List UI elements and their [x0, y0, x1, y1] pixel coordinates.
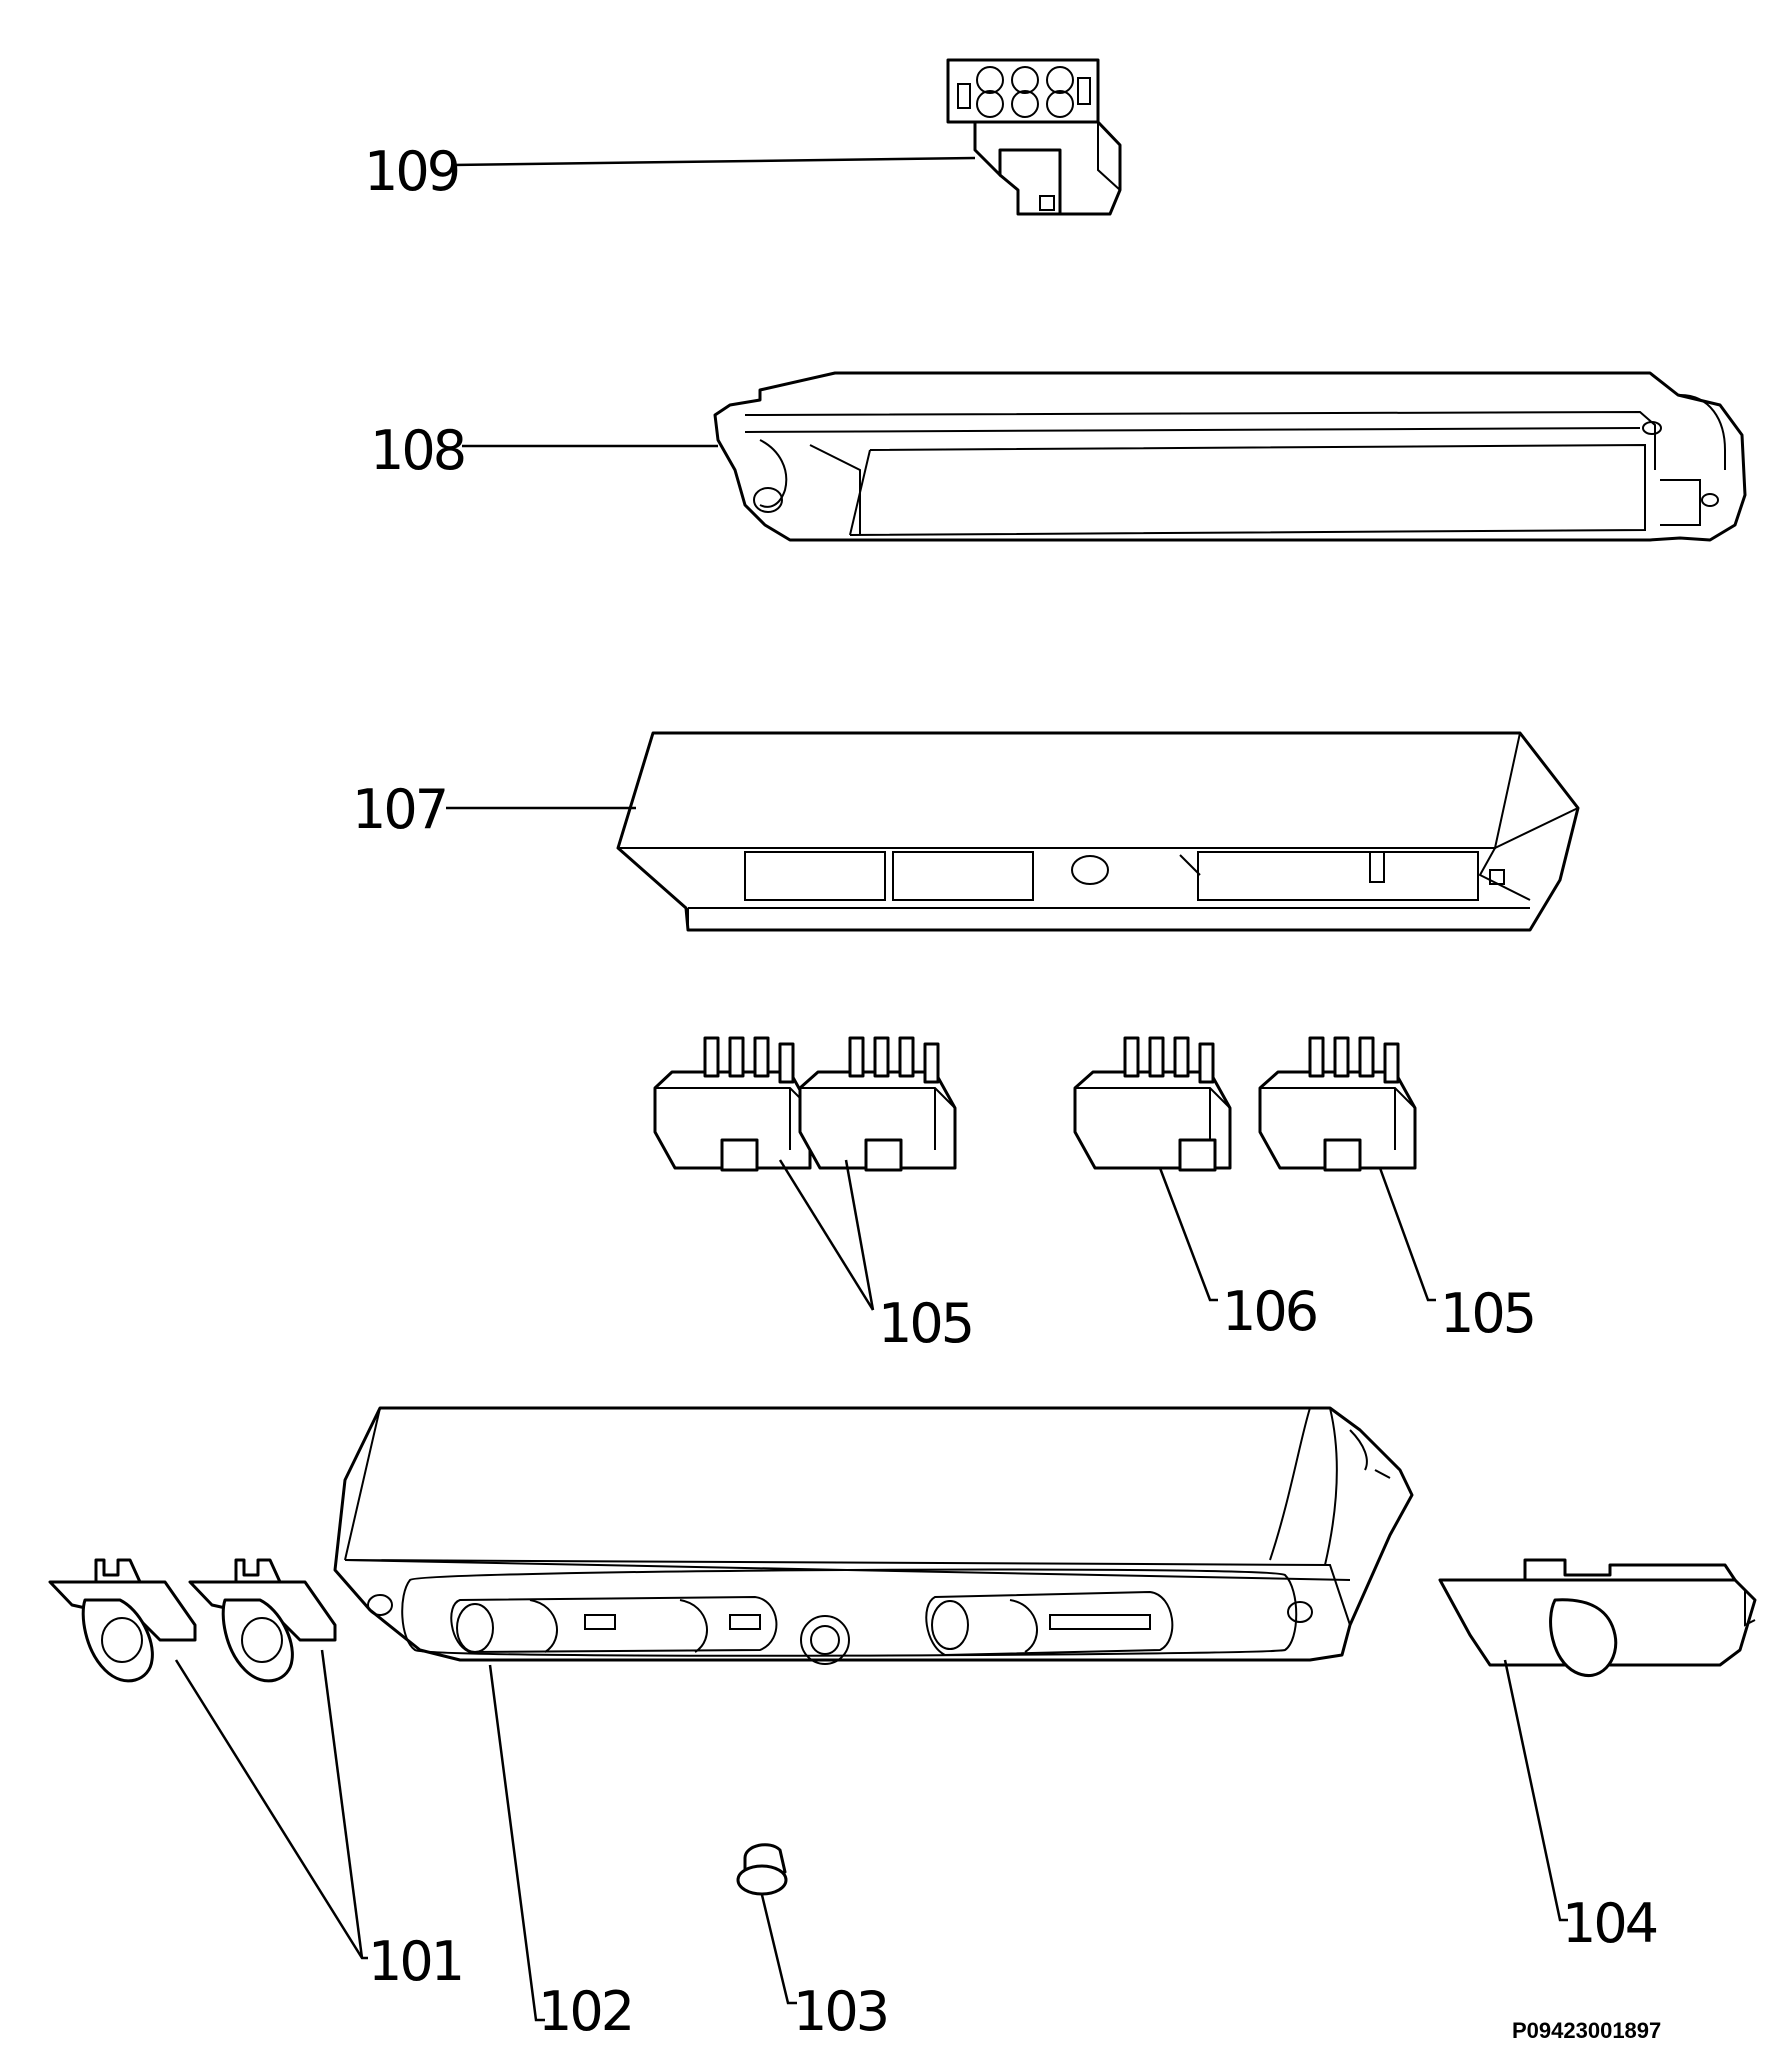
label-106: 106: [1222, 1280, 1316, 1343]
label-109: 109: [364, 140, 458, 203]
label-108: 108: [370, 419, 464, 482]
part-102-control-panel[interactable]: [333, 1406, 1414, 1665]
leader-102: [488, 1664, 545, 2022]
leader-103: [760, 1894, 797, 2005]
part-101-button-1[interactable]: [48, 1558, 197, 1683]
label-104: 104: [1562, 1892, 1657, 1955]
leader-101-2: [320, 1649, 364, 1959]
part-107-board-housing[interactable]: [616, 731, 1580, 932]
part-105-switch-2[interactable]: [798, 1036, 957, 1172]
part-103-cap[interactable]: [736, 1843, 788, 1896]
leader-109: [451, 156, 976, 167]
part-105-switch-1[interactable]: [653, 1036, 812, 1172]
label-107: 107: [352, 778, 446, 841]
leader-105b: [1378, 1167, 1436, 1302]
leader-105a-2: [844, 1159, 875, 1311]
part-109-connector[interactable]: [946, 58, 1122, 216]
part-105-switch-3[interactable]: [1258, 1036, 1417, 1172]
label-103: 103: [793, 1980, 887, 2043]
label-101: 101: [368, 1930, 462, 1993]
label-105a: 105: [878, 1292, 972, 1355]
part-104-end-cap[interactable]: [1438, 1558, 1757, 1678]
drawing-code: P09423001897: [1512, 2018, 1661, 2043]
part-106-switch[interactable]: [1073, 1036, 1232, 1172]
label-105b: 105: [1440, 1282, 1534, 1345]
leader-101-1: [174, 1659, 368, 1960]
leader-104: [1503, 1659, 1568, 1922]
leader-106: [1158, 1167, 1218, 1302]
label-102: 102: [538, 1980, 632, 2043]
part-101-button-2[interactable]: [188, 1558, 337, 1683]
leader-105a-1: [778, 1159, 875, 1311]
part-108-rear-cover[interactable]: [713, 371, 1747, 542]
